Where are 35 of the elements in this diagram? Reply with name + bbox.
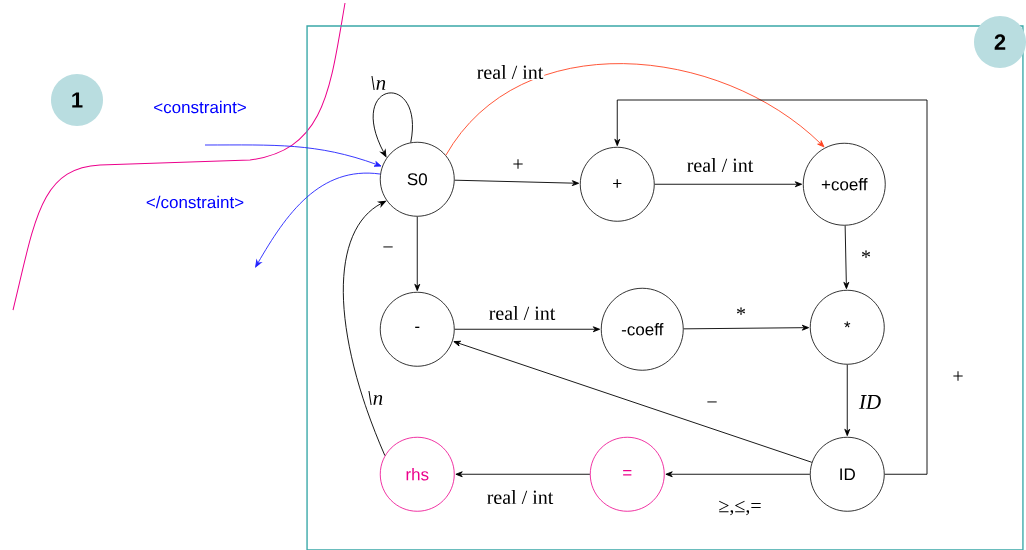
edge-label: <constraint> <box>152 99 248 115</box>
edge-label: </constraint> <box>144 194 246 210</box>
edge-label: ≥,≤,= <box>717 499 763 517</box>
arrow <box>455 471 591 478</box>
number-badge: 2 <box>974 16 1026 68</box>
arrow <box>255 172 381 268</box>
arrow <box>414 216 421 292</box>
arrow <box>445 63 825 156</box>
arrow <box>614 99 928 475</box>
arrow <box>665 471 811 478</box>
edge-label: − <box>705 400 719 410</box>
edge-label: real / int <box>685 156 755 174</box>
edge-label: \n <box>365 390 385 407</box>
number-badge: 1 <box>51 74 103 126</box>
edge-label: ID <box>857 394 883 410</box>
arrow <box>453 340 813 463</box>
arrow <box>654 181 803 188</box>
arrow <box>683 324 810 331</box>
edge-label: real / int <box>485 488 555 506</box>
arrow <box>454 326 601 333</box>
edge-label: * <box>860 249 872 265</box>
arrow <box>844 364 851 437</box>
edge-label: real / int <box>475 63 545 81</box>
arrow <box>843 225 850 290</box>
edge-label: real / int <box>487 304 557 322</box>
edge-label: * <box>735 306 747 322</box>
edge-label: + <box>511 158 525 172</box>
panel-frame <box>306 25 1024 550</box>
edge-label: − <box>381 245 395 255</box>
arrow <box>204 144 382 167</box>
edge-label: \n <box>368 75 388 92</box>
arrow <box>454 179 580 187</box>
arrow <box>372 92 413 158</box>
edge-label: + <box>951 370 965 384</box>
arrow <box>342 200 386 456</box>
